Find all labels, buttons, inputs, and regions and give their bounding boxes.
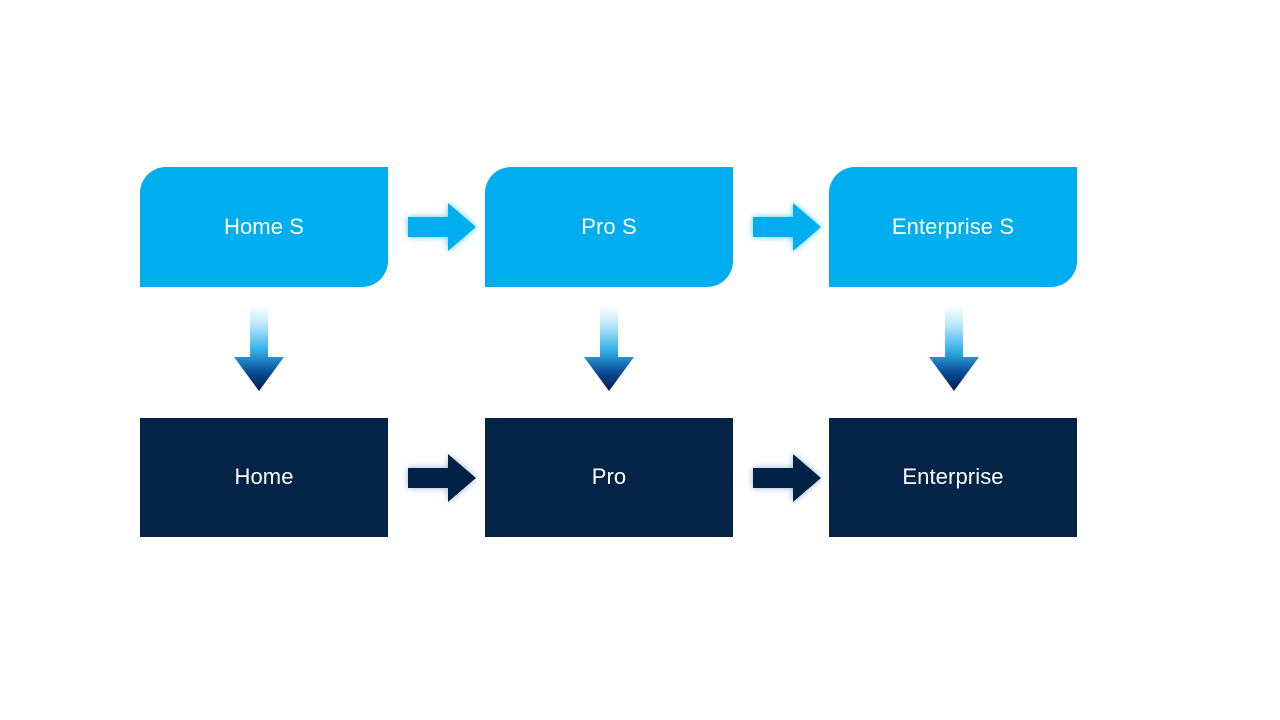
arrow-down-icon: [929, 305, 979, 391]
node-enterprise-label: Enterprise: [902, 464, 1004, 490]
node-home-s[interactable]: Home S: [140, 167, 388, 287]
node-enterprise-s[interactable]: Enterprise S: [829, 167, 1077, 287]
arrow-right-icon: [753, 203, 821, 251]
node-enterprise-s-label: Enterprise S: [891, 213, 1015, 239]
connector-pro-s-to-pro: [581, 305, 637, 393]
connector-home-to-pro: [406, 450, 478, 506]
node-enterprise[interactable]: Enterprise: [829, 418, 1077, 537]
node-pro[interactable]: Pro: [485, 418, 733, 537]
connector-home-s-to-pro-s: [406, 199, 478, 255]
arrow-right-icon: [408, 203, 476, 251]
connector-home-s-to-home: [231, 305, 287, 393]
arrow-right-icon: [753, 454, 821, 502]
node-pro-s[interactable]: Pro S: [485, 167, 733, 287]
arrow-right-icon: [408, 454, 476, 502]
connector-enterprise-s-to-enterprise: [926, 305, 982, 393]
connector-pro-to-enterprise: [751, 450, 823, 506]
node-pro-s-label: Pro S: [581, 213, 637, 239]
node-pro-label: Pro: [591, 464, 627, 490]
arrow-down-icon: [234, 305, 284, 391]
node-home-s-label: Home S: [223, 213, 305, 239]
arrow-down-icon: [584, 305, 634, 391]
node-home-label: Home: [234, 464, 294, 490]
connector-pro-s-to-enterprise-s: [751, 199, 823, 255]
node-home[interactable]: Home: [140, 418, 388, 537]
